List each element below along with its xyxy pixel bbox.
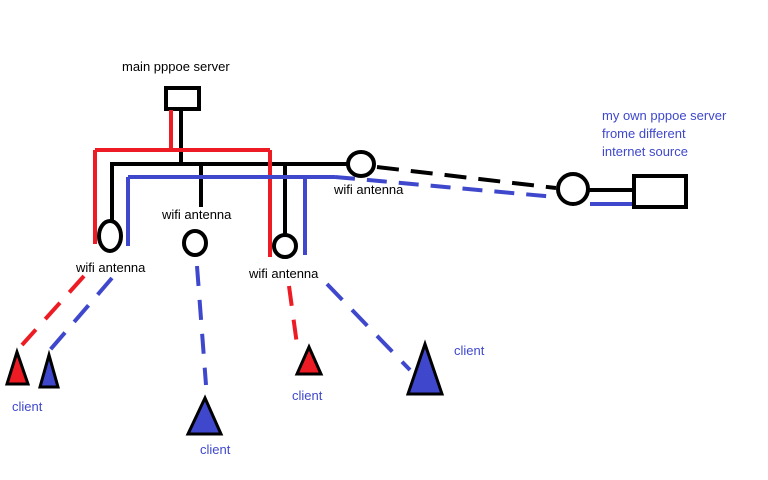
client-label-right-red: client: [292, 388, 323, 403]
client-blue-left: [38, 349, 60, 389]
middle-antenna-label: wifi antenna: [161, 207, 232, 222]
own-pppoe-server-label-line-1: my own pppoe server: [602, 108, 727, 123]
own-pppoe-server-label-line-3: internet source: [602, 144, 688, 159]
client-red-left: [4, 347, 31, 386]
middle-antenna: [182, 229, 208, 257]
red-cabling: [93, 110, 272, 257]
blue-cabling: [126, 175, 633, 255]
client-red-right: [294, 343, 324, 376]
left-antenna-label: wifi antenna: [75, 260, 146, 275]
client-label-left: client: [12, 399, 43, 414]
own-pppoe-server-box: [632, 174, 688, 209]
main-pppoe-server-box: [164, 86, 201, 111]
top-antenna-label: wifi antenna: [333, 182, 404, 197]
main-pppoe-server-label: main pppoe server: [122, 59, 230, 74]
wireless-links: [20, 265, 412, 386]
client-blue-middle: [185, 394, 224, 436]
left-antenna: [97, 219, 123, 253]
right-antenna: [272, 233, 298, 259]
client-blue-right: [405, 339, 445, 396]
client-label-middle: client: [200, 442, 231, 457]
top-antenna: [346, 150, 376, 178]
client-label-right-blue: client: [454, 343, 485, 358]
own-server-antenna: [556, 172, 590, 206]
right-antenna-label: wifi antenna: [248, 266, 319, 281]
own-pppoe-server-label-line-2: frome different: [602, 126, 686, 141]
